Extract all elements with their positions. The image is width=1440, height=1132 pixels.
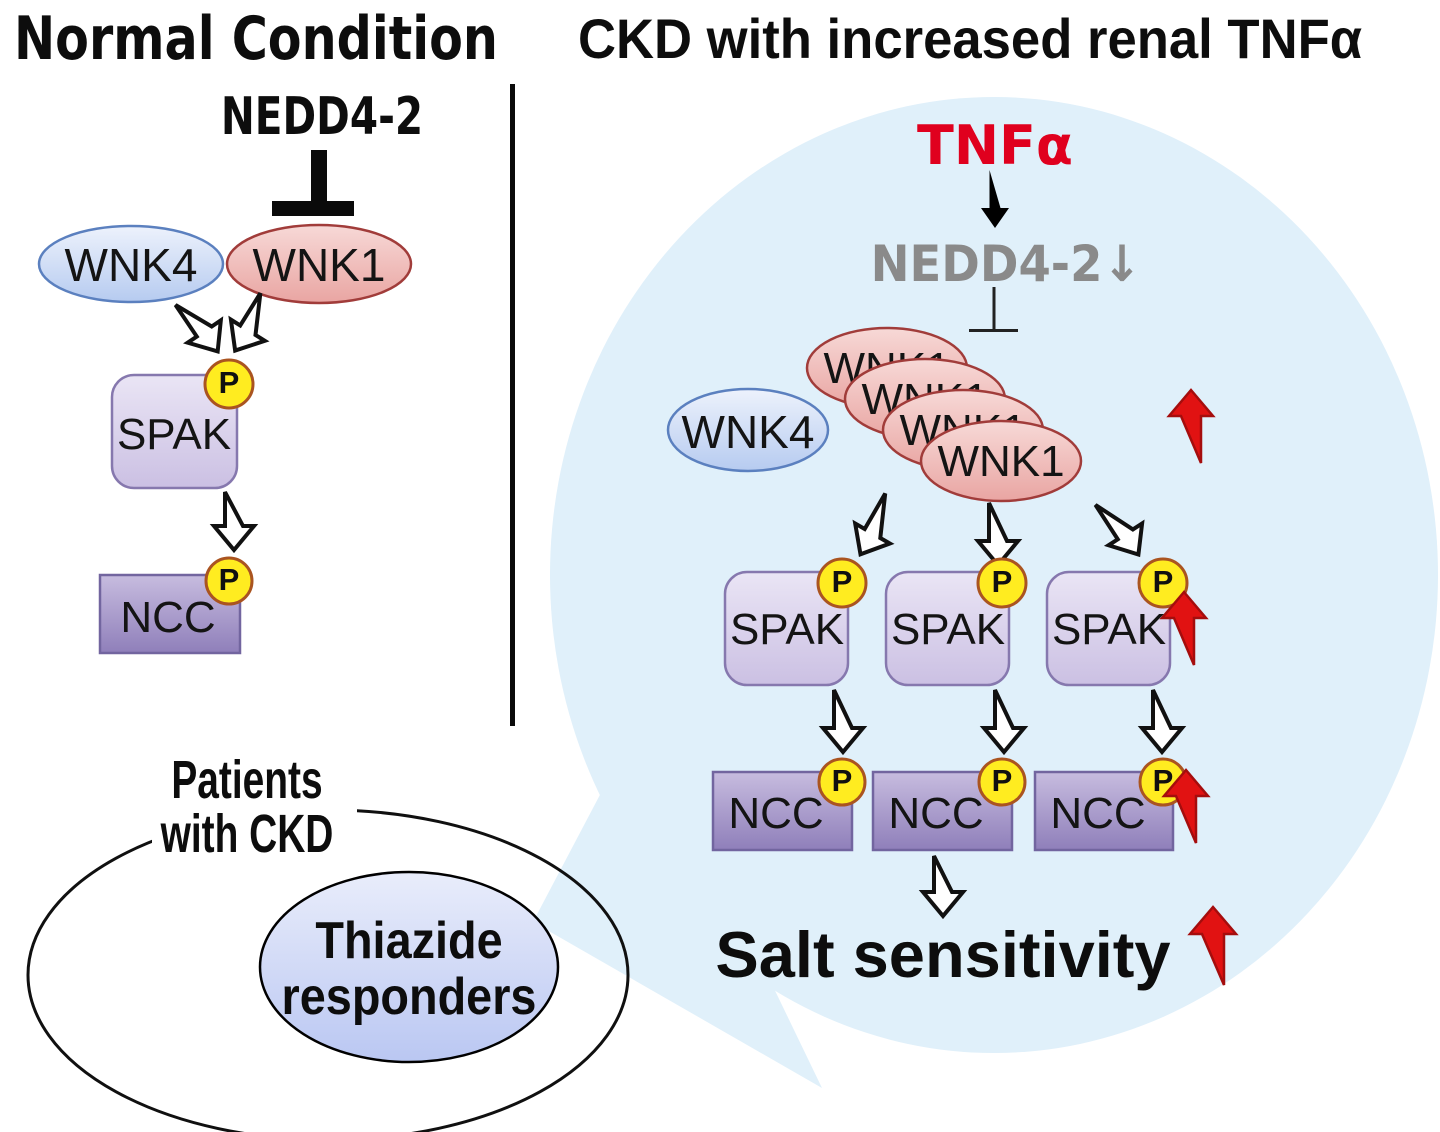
tnfa-label: TNFα: [916, 114, 1073, 177]
thiazide-responders-ellipse: [258, 870, 560, 1064]
red-up-arrow-icon: [1161, 768, 1211, 844]
white-down-arrow-icon: [1093, 503, 1145, 558]
ncc-phospho-circle-1: [817, 757, 867, 807]
ellipse-text-gap-mask: [152, 795, 357, 847]
left-spak-p-label: P: [218, 365, 240, 400]
spak-label-2: SPAK: [890, 605, 1006, 654]
spak-to-ncc-arrows: [818, 689, 1187, 756]
left-panel-title: Normal Condition: [14, 4, 498, 74]
ncc-label-1: NCC: [728, 789, 824, 838]
red-up-arrow-icon: [1187, 905, 1239, 986]
white-down-arrow-icon: [1137, 689, 1187, 756]
right-inhibition-tbar-icon: [969, 287, 1018, 332]
left-inhibition-tbar-icon: [272, 150, 354, 216]
patients-label-line2: with CKD: [160, 804, 334, 864]
left-wnk4-label: WNK4: [64, 239, 198, 291]
spak-phospho-circle-3: [1137, 557, 1189, 609]
white-down-arrow-icon: [209, 491, 259, 554]
red-up-arrow-icon: [1159, 590, 1209, 666]
spak-p-label-3: P: [1152, 564, 1174, 599]
spak-phospho-circle-2: [976, 557, 1028, 609]
left-nedd4-label: NEDD4-2: [220, 87, 424, 147]
left-ncc-phospho-circle: [204, 556, 254, 606]
white-down-arrow-icon: [979, 689, 1029, 756]
wnk1-stack-ellipse-4: [919, 419, 1083, 503]
spak-label-1: SPAK: [729, 605, 845, 654]
right-panel-title: CKD with increased renal TNFα: [578, 7, 1363, 70]
right-nedd4-down-label: NEDD4-2↓: [870, 235, 1142, 293]
left-ncc-p-label: P: [218, 562, 240, 597]
ncc-p-label-3: P: [1152, 763, 1174, 798]
left-spak-box: [110, 373, 239, 490]
red-increase-arrows: [1159, 388, 1239, 986]
red-up-arrow-icon: [1166, 388, 1216, 464]
left-wnk1-label: WNK1: [252, 239, 386, 291]
ncc-p-label-1: P: [831, 763, 853, 798]
ncc-label-3: NCC: [1050, 789, 1146, 838]
white-down-arrow-icon: [173, 303, 224, 354]
spak-label-3: SPAK: [1051, 605, 1167, 654]
patients-label-line1: Patients: [171, 750, 323, 810]
left-spak-phospho-circle: [203, 358, 255, 410]
spak-box-1: [723, 570, 850, 687]
white-down-arrow-icon: [818, 689, 868, 756]
spak-p-label-2: P: [991, 564, 1013, 599]
spak-box-2: [884, 570, 1011, 687]
right-wnk4-ellipse: [666, 387, 830, 473]
wnk-to-spak-arrows: [852, 492, 1145, 569]
white-down-arrow-icon: [228, 292, 270, 354]
ncc-phospho-circle-2: [977, 757, 1027, 807]
white-down-arrow-icon: [852, 492, 895, 557]
left-flow-arrows: [173, 292, 270, 554]
spak-phospho-circle-1: [816, 557, 868, 609]
panel-divider: [510, 84, 515, 726]
spak-row: [723, 557, 1189, 687]
left-spak-label: SPAK: [116, 410, 232, 459]
spak-p-label-1: P: [831, 564, 853, 599]
right-wnk4-label: WNK4: [681, 406, 815, 458]
white-down-arrow-icon: [918, 855, 968, 920]
left-wnk4-ellipse: [37, 224, 225, 304]
thiazide-label-line2: responders: [281, 968, 537, 1026]
salt-sensitivity-label: Salt sensitivity: [715, 918, 1171, 991]
thiazide-label-line1: Thiazide: [315, 912, 503, 970]
ncc-p-label-2: P: [991, 763, 1013, 798]
wnk1-stack-label-4: WNK1: [937, 437, 1064, 486]
black-down-arrow-icon: [981, 170, 1009, 228]
ncc-label-2: NCC: [888, 789, 984, 838]
spak-box-3: [1045, 570, 1172, 687]
left-ncc-label: NCC: [120, 593, 216, 642]
left-wnk1-ellipse: [225, 223, 413, 305]
